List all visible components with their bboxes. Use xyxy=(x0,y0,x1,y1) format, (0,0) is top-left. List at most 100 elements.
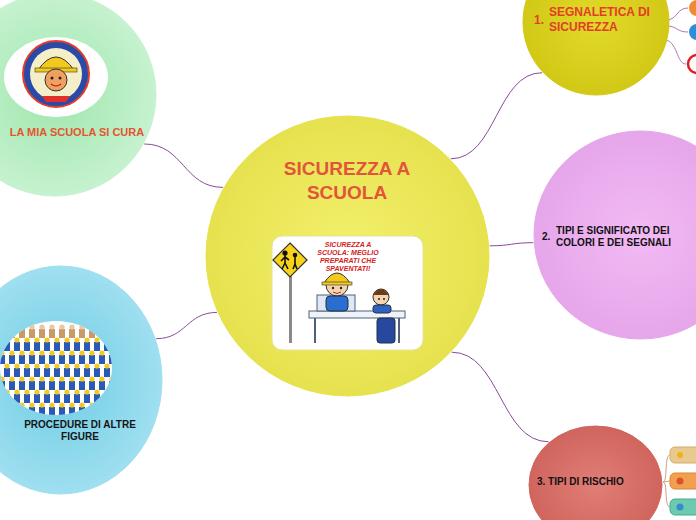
crowd-head xyxy=(94,363,99,368)
crowd-head xyxy=(89,324,94,329)
crowd-head xyxy=(59,376,64,381)
branch-connector xyxy=(156,312,217,338)
node-label: 2. xyxy=(542,231,556,244)
crowd-figure xyxy=(89,381,95,390)
crowd-head xyxy=(9,350,14,355)
crowd-head xyxy=(14,363,19,368)
school-illustration xyxy=(205,115,490,397)
crowd-figure xyxy=(44,368,50,377)
crowd-head xyxy=(54,389,59,394)
crowd-figure xyxy=(9,355,15,364)
crowd-head xyxy=(69,350,74,355)
crowd-head xyxy=(114,337,119,342)
crowd-figure xyxy=(34,368,40,377)
branch-connector xyxy=(451,73,542,159)
crowd-figure xyxy=(24,368,30,377)
crowd-figure xyxy=(54,342,60,351)
crowd-head xyxy=(74,389,79,394)
node-label: 3. TIPI DI RISCHIO xyxy=(537,476,653,489)
circle-shape xyxy=(528,425,663,520)
crowd-head xyxy=(74,363,79,368)
crowd-head xyxy=(54,363,59,368)
crowd-figure xyxy=(89,355,95,364)
crowd-figure xyxy=(109,329,115,338)
crowd-figure xyxy=(34,394,40,403)
crowd-figure xyxy=(109,355,115,364)
mind-map-circle: 2.TIPI E SIGNIFICATO DEI COLORI E DEI SE… xyxy=(533,130,696,340)
crowd-figure xyxy=(24,394,30,403)
crowd-head xyxy=(14,389,19,394)
crowd-figure xyxy=(69,355,75,364)
crowd-head xyxy=(29,376,34,381)
crowd-figure xyxy=(9,381,15,390)
crowd-head xyxy=(9,402,14,407)
crowd-figure xyxy=(114,342,120,351)
crowd-head xyxy=(69,402,74,407)
crowd-figure xyxy=(94,368,100,377)
crowd-figure xyxy=(64,342,70,351)
crowd-figure xyxy=(104,342,110,351)
mind-map-circle: LA MIA SCUOLA SI CURA xyxy=(0,0,157,197)
crowd-figure xyxy=(14,342,20,351)
crowd-head xyxy=(19,376,24,381)
crowd-head xyxy=(99,350,104,355)
crowd-figure xyxy=(0,407,5,416)
crowd-figure xyxy=(19,355,25,364)
crowd-head xyxy=(109,402,114,407)
crowd-figure xyxy=(79,329,85,338)
crowd-head xyxy=(114,363,119,368)
crowd-head xyxy=(69,376,74,381)
crowd-head xyxy=(34,363,39,368)
crowd-figure xyxy=(19,407,25,416)
crowd-figure xyxy=(109,381,115,390)
crowd-figure xyxy=(79,381,85,390)
mind-map-circle: PROCEDURE DI ALTRE FIGURE xyxy=(0,265,163,495)
crowd-head xyxy=(4,337,9,342)
crowd-figure xyxy=(14,368,20,377)
crowd-head xyxy=(99,402,104,407)
crowd-figure xyxy=(29,381,35,390)
crowd-figure xyxy=(9,329,15,338)
crowd-head xyxy=(89,402,94,407)
crowd-figure xyxy=(99,329,105,338)
circle-outline xyxy=(206,116,489,396)
crowd-head xyxy=(4,389,9,394)
node-label: TIPI E SIGNIFICATO DEI COLORI E DEI SEGN… xyxy=(556,225,690,250)
poster-caption: SICUREZZA A SCUOLA: MEGLIO PREPARATI CHE… xyxy=(308,241,388,273)
node-label: LA MIA SCUOLA SI CURA xyxy=(4,126,150,140)
crowd-head xyxy=(49,350,54,355)
crowd-figure xyxy=(39,381,45,390)
node-label: SICUREZZA A SCUOLA xyxy=(262,157,432,205)
crowd-head xyxy=(0,350,5,355)
crowd-head xyxy=(49,324,54,329)
crowd-figure xyxy=(69,329,75,338)
crowd-figure xyxy=(4,394,10,403)
crowd-head xyxy=(29,324,34,329)
crowd-head xyxy=(49,402,54,407)
crowd-figure xyxy=(29,329,35,338)
crowd-figure xyxy=(84,368,90,377)
crowd-figure xyxy=(89,407,95,416)
crowd-figure xyxy=(74,342,80,351)
crowd-figure xyxy=(84,342,90,351)
crowd-head xyxy=(29,402,34,407)
crowd-figure xyxy=(94,342,100,351)
crowd-figure xyxy=(34,342,40,351)
crowd-head xyxy=(64,389,69,394)
crowd-figure xyxy=(114,394,120,403)
crowd-figure xyxy=(79,355,85,364)
crowd-figure xyxy=(114,368,120,377)
crowd-head xyxy=(99,376,104,381)
crowd-head xyxy=(109,324,114,329)
mind-map-circle: 3. TIPI DI RISCHIO xyxy=(528,425,663,520)
crowd-figure xyxy=(49,381,55,390)
crowd-head xyxy=(69,324,74,329)
crowd-head xyxy=(79,350,84,355)
crowd-head xyxy=(54,337,59,342)
crowd-figure xyxy=(29,407,35,416)
crowd-head xyxy=(84,337,89,342)
crowd-figure xyxy=(49,407,55,416)
crowd-figure xyxy=(94,394,100,403)
crowd-head xyxy=(4,363,9,368)
crowd-head xyxy=(104,363,109,368)
